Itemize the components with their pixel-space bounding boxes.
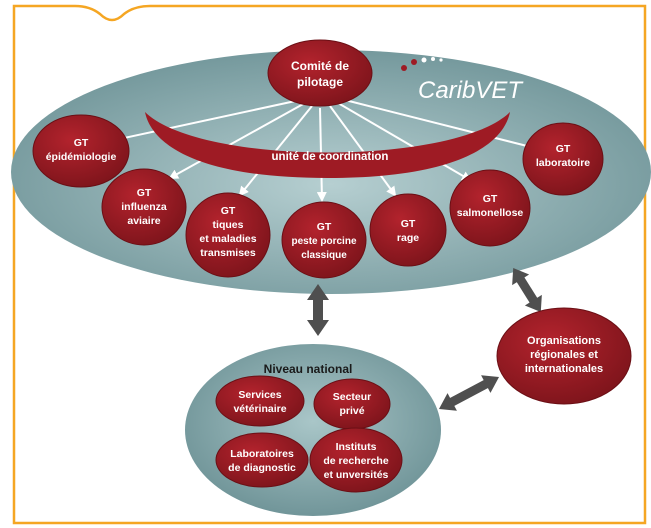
gt-name: influenza: [121, 201, 167, 213]
gt-name: rage: [397, 232, 419, 244]
national-node-line-2: privé: [339, 405, 364, 417]
steering-line-2: pilotage: [297, 75, 343, 89]
gt-salmonellose-node[interactable]: GT salmonellose: [449, 169, 531, 247]
gt-name-2: aviaire: [127, 215, 160, 227]
gt-name: tiques: [213, 219, 244, 231]
org-line-1: Organisations: [527, 335, 601, 347]
national-node-line-1: Secteur: [333, 391, 372, 403]
gt-peste-porcine-node[interactable]: GT peste porcine classique: [281, 201, 367, 279]
arrow-regional-international: [512, 267, 542, 313]
org-line-3: internationales: [525, 363, 603, 375]
national-laboratoires-node[interactable]: Laboratoires de diagnostic: [215, 432, 309, 488]
gt-epidemiologie-node[interactable]: GT épidémiologie: [32, 114, 130, 188]
national-node-line-1: Laboratoires: [230, 448, 294, 460]
gt-name: épidémiologie: [46, 151, 117, 163]
gt-rage-node[interactable]: GT rage: [369, 193, 447, 267]
international-organisations-node[interactable]: Organisations régionales et internationa…: [496, 307, 632, 405]
gt-name: laboratoire: [536, 157, 590, 169]
coordination-band: [145, 112, 510, 178]
gt-name-2: classique: [301, 250, 347, 261]
gt-label: GT: [221, 205, 236, 217]
national-node-line-2: vétérinaire: [233, 403, 286, 415]
national-instituts-node[interactable]: Instituts de recherche et unversités: [309, 427, 403, 493]
national-node-line-2: de recherche: [323, 455, 389, 467]
national-node-line-3: et unversités: [324, 469, 389, 481]
national-prive-node[interactable]: Secteur privé: [313, 378, 391, 430]
gt-label: GT: [137, 187, 152, 199]
double-arrows: [307, 267, 542, 411]
gt-name: peste porcine: [291, 236, 356, 247]
gt-laboratoire-node[interactable]: GT laboratoire: [522, 122, 604, 196]
gt-label: GT: [74, 137, 89, 149]
gt-label: GT: [401, 218, 416, 230]
gt-name: salmonellose: [457, 207, 524, 219]
national-node-line-2: de diagnostic: [228, 462, 296, 474]
gt-influenza-node[interactable]: GT influenza aviaire: [101, 168, 187, 246]
coordination-rays: [113, 99, 537, 202]
gt-tiques-node[interactable]: GT tiques et maladies transmises: [185, 192, 271, 278]
national-node-line-1: Instituts: [336, 441, 377, 453]
org-line-2: régionales et: [530, 349, 598, 361]
coordination-label: unité de coordination: [272, 151, 389, 163]
gt-name-3: transmises: [200, 247, 256, 259]
national-node-line-1: Services: [238, 389, 281, 401]
steering-line-1: Comité de: [291, 59, 349, 73]
national-level-title: Niveau national: [264, 362, 353, 376]
page-frame: [12, 4, 647, 525]
logo-text: CaribVET: [418, 77, 524, 104]
gt-label: GT: [483, 193, 498, 205]
gt-label: GT: [317, 221, 332, 233]
gt-label: GT: [556, 143, 571, 155]
arrow-international-national: [438, 375, 500, 411]
national-services-node[interactable]: Services vétérinaire: [215, 375, 305, 427]
steering-committee-node[interactable]: [267, 39, 373, 107]
caribvet-logo: CaribVET: [401, 57, 524, 104]
gt-name-2: et maladies: [199, 233, 256, 245]
arrow-regional-national: [307, 284, 329, 336]
